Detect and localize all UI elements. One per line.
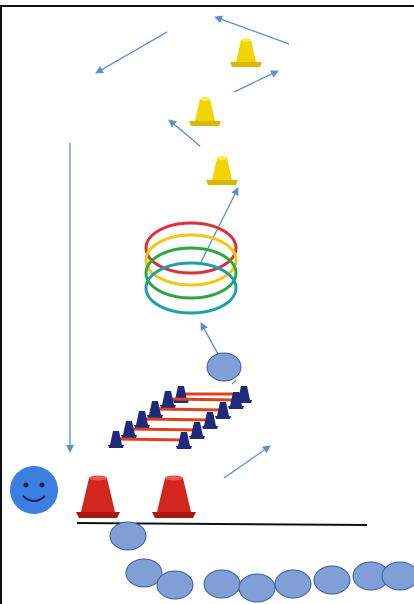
hurdle-bar <box>116 439 184 440</box>
red-cone-left <box>76 476 120 519</box>
player-token <box>110 522 146 550</box>
yellow-cone-top <box>230 38 262 67</box>
hurdle-bar <box>155 409 223 410</box>
player-token <box>382 562 414 590</box>
arrow-queue-to-hurdles <box>232 380 236 384</box>
agility-rings <box>146 223 236 313</box>
yellow-cone-middle <box>189 97 221 126</box>
hurdle-bar <box>168 399 236 400</box>
player-token <box>275 570 311 598</box>
player-token <box>126 559 162 587</box>
player-token <box>239 574 275 602</box>
arrow-diagonal-left <box>96 32 167 73</box>
red-cone-right <box>152 476 196 519</box>
player-token <box>314 566 350 594</box>
arrow-token-to-rings <box>201 323 218 354</box>
arrow-hurdles-to-token <box>224 446 270 478</box>
yellow-cone-lower <box>206 156 238 185</box>
hurdle-bar <box>142 419 210 420</box>
arrow-cone-top-return <box>215 17 289 44</box>
field-border <box>1 6 414 604</box>
hurdle-row <box>108 386 252 449</box>
player-queue <box>110 522 414 602</box>
player-token <box>204 570 240 598</box>
coach-smiley-icon <box>10 466 58 514</box>
player-token-start <box>207 353 241 381</box>
player-token <box>157 571 193 599</box>
arrow-cone-mid-to-cone-top <box>234 71 278 92</box>
hurdle-bar <box>129 429 197 430</box>
